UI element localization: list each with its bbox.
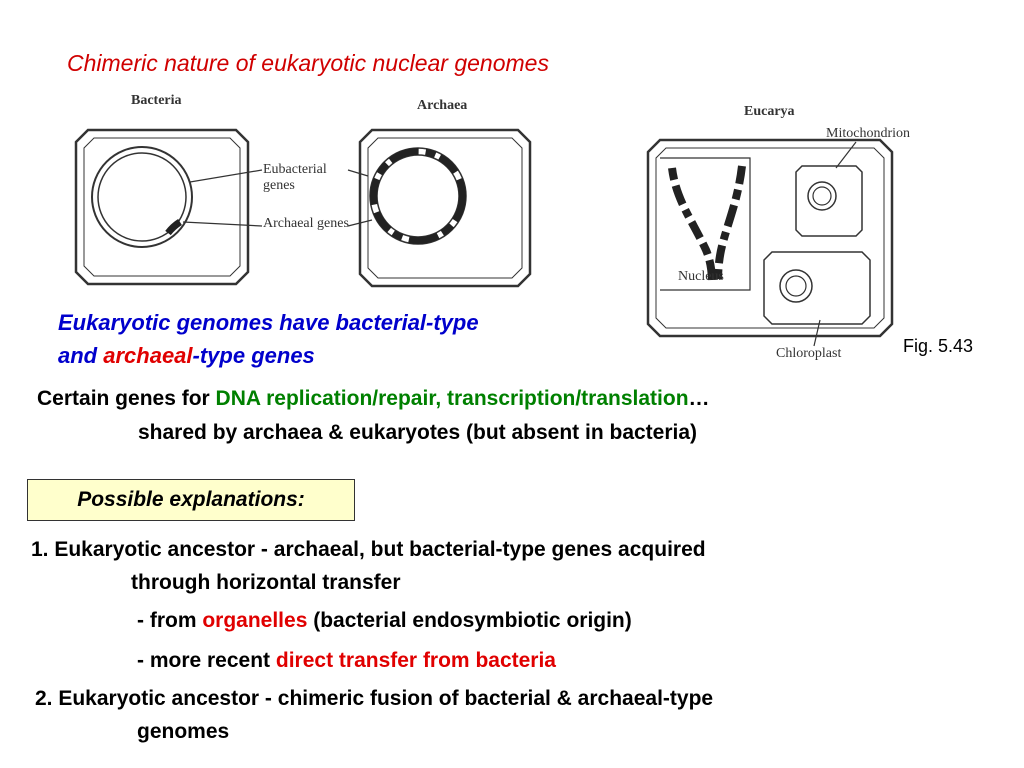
possible-explanations-box: Possible explanations: <box>27 479 355 521</box>
mitochondrion-label: Mitochondrion <box>826 126 910 141</box>
certain-genes-line-2: shared by archaea & eukaryotes (but abse… <box>138 421 698 444</box>
page-title: Chimeric nature of eukaryotic nuclear ge… <box>67 50 549 76</box>
eubacterial-genes-label: Eubacterial genes <box>263 162 327 193</box>
dna-replication-highlight: DNA replication/repair, transcription/tr… <box>215 387 689 410</box>
chloroplast <box>763 251 871 325</box>
mitochondrion <box>795 165 863 237</box>
subtitle-line-2: and archaeal-type genes <box>58 343 315 368</box>
certain-genes-line-1: Certain genes for DNA replication/repair… <box>37 387 710 410</box>
archaeal-highlight: archaeal <box>103 343 193 368</box>
explanation-1-sub-1: - from organelles (bacterial endosymbiot… <box>137 609 632 632</box>
archaeal-genes-label: Archaeal genes <box>263 216 349 231</box>
direct-transfer-highlight: direct transfer from bacteria <box>275 649 556 672</box>
bacteria-cell <box>74 128 250 286</box>
figure-reference: Fig. 5.43 <box>903 336 974 356</box>
bacteria-genome <box>91 146 193 248</box>
explanation-2-line-2: genomes <box>137 720 230 743</box>
explanation-1-line-2: through horizontal transfer <box>131 571 401 594</box>
bacteria-label: Bacteria <box>131 93 182 108</box>
nucleus <box>660 157 751 291</box>
explanation-2-line-1: 2. Eukaryotic ancestor - chimeric fusion… <box>35 687 714 710</box>
nucleus-label: Nucleus <box>678 269 724 284</box>
organelles-highlight: organelles <box>202 609 308 632</box>
explanation-1-sub-2: - more recent direct transfer from bacte… <box>137 649 556 672</box>
chloroplast-label: Chloroplast <box>776 346 842 361</box>
archaea-cell <box>358 128 532 288</box>
subtitle-line-1: Eukaryotic genomes have bacterial-type <box>58 310 479 335</box>
explanation-1-line-1: 1. Eukaryotic ancestor - archaeal, but b… <box>31 538 706 561</box>
eucarya-cell <box>646 138 894 338</box>
eucarya-label: Eucarya <box>744 104 795 119</box>
archaea-label: Archaea <box>417 98 468 113</box>
